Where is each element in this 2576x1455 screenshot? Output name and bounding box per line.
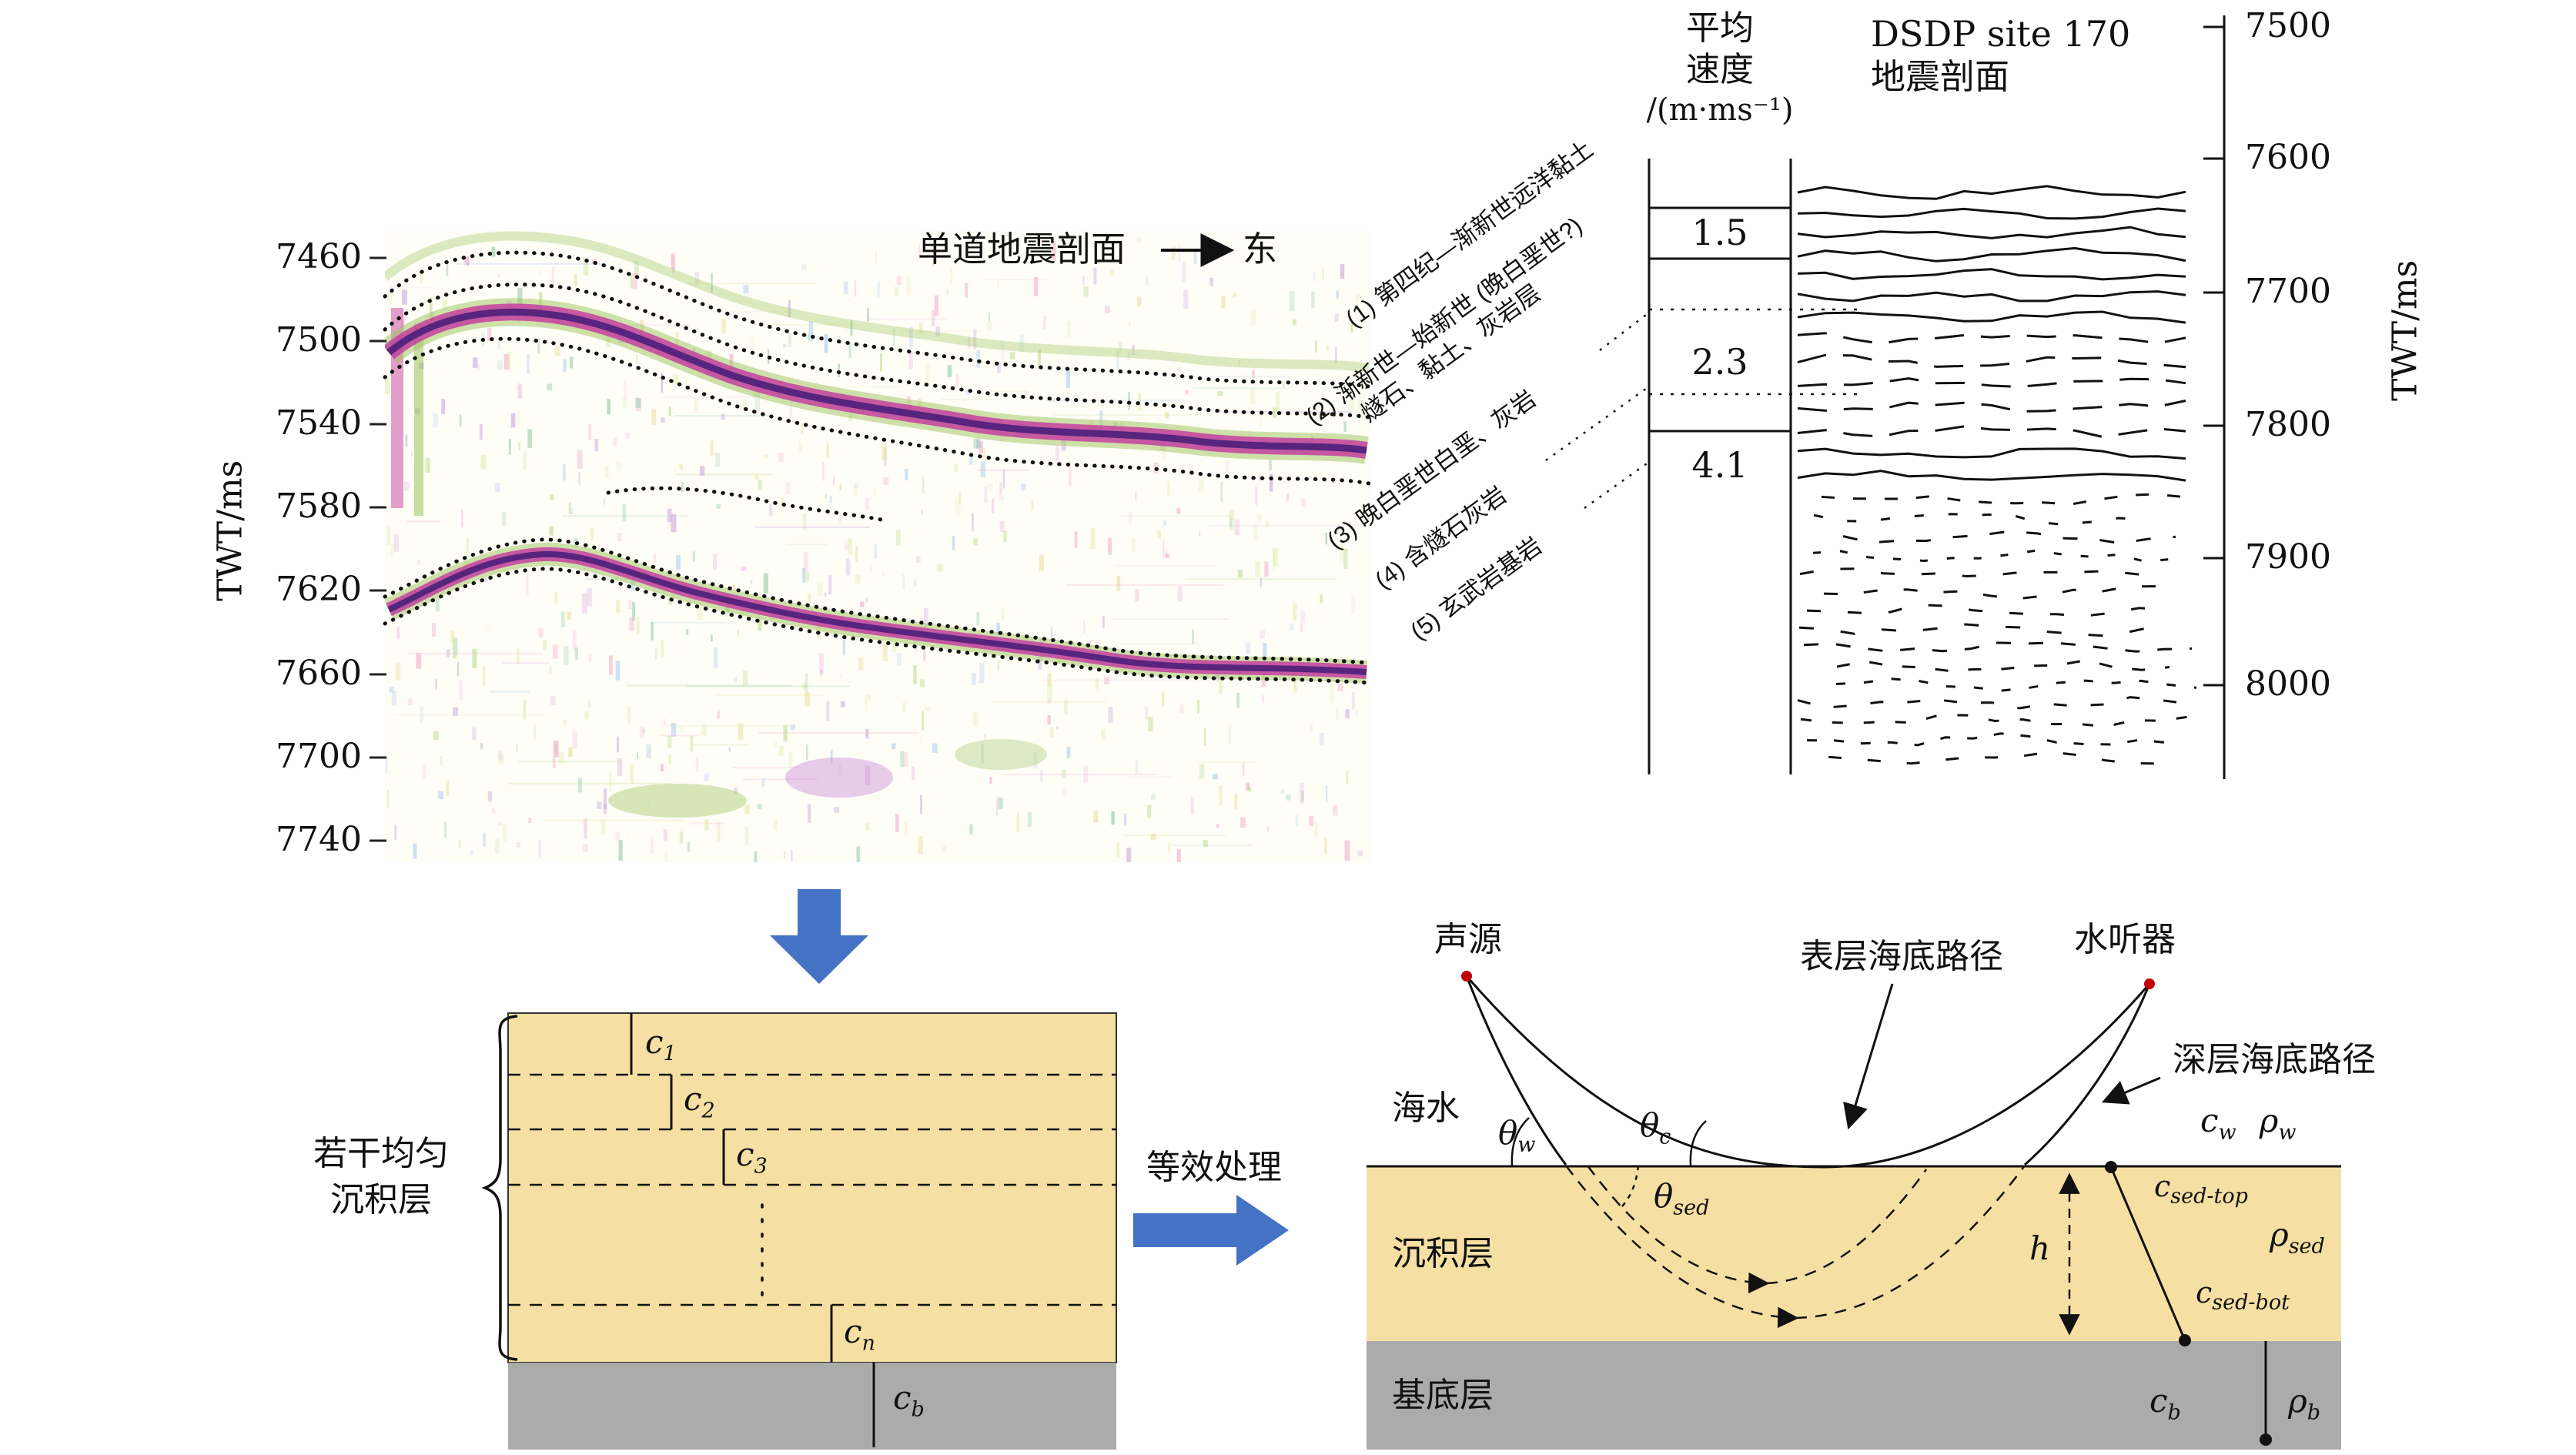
brace-label-line2: 沉积层 (330, 1181, 432, 1219)
sediment-label: 沉积层 (1392, 1235, 1494, 1273)
rho-b-label: ρb (2288, 1382, 2320, 1425)
surface-path-label-arrow (1843, 983, 1894, 1130)
axis-tick-label: 7580 (276, 487, 362, 526)
velocity-header-units: /(m·ms⁻¹) (1646, 92, 1794, 128)
left-axis-tick-marks (370, 256, 386, 842)
hydrophone-dot (2144, 978, 2155, 989)
theta-c-label: θc (1640, 1106, 1671, 1149)
model-sediment-box (507, 1012, 1117, 1363)
c1-label: c1 (645, 1023, 677, 1066)
axis-tick-label: 8000 (2245, 664, 2331, 704)
c2-label: c2 (684, 1080, 715, 1123)
basement-label: 基底层 (1392, 1376, 1494, 1414)
axis-tick-label: 7620 (276, 570, 362, 609)
right-axis-label: TWT/ms (2385, 259, 2425, 401)
scene-basement-box (1367, 1341, 2341, 1450)
refracted-dashed-rays (1565, 1165, 2026, 1329)
seismic-reflector-bands (385, 231, 1370, 818)
deep-path-up-ray (2023, 983, 2151, 1166)
layered-model-diagram (481, 889, 1289, 1450)
dsdp-panel (1797, 15, 2226, 779)
water-label: 海水 (1392, 1089, 1460, 1127)
cb-label: cb (893, 1379, 925, 1422)
model-basement-box (508, 1363, 1116, 1450)
theta-sed-label: θsed (1654, 1177, 1710, 1220)
deep-path-down-ray (1465, 975, 1567, 1166)
velocity-value-3: 4.1 (1691, 444, 1748, 486)
deep-path-label-arrow (2101, 1076, 2161, 1105)
right-arrow (1133, 1195, 1289, 1266)
cn-label: cn (844, 1313, 875, 1356)
c-sed-bot-label: csed-bot (2196, 1276, 2290, 1315)
axis-tick-label: 7500 (276, 320, 362, 360)
down-arrow (770, 889, 868, 984)
velocity-header-line2: 速度 (1686, 51, 1754, 89)
c-sed-top-label: csed-top (2154, 1169, 2248, 1209)
velocity-column (1545, 159, 1863, 774)
axis-tick-label: 7900 (2245, 537, 2331, 577)
c3-label: c3 (736, 1136, 768, 1179)
dsdp-subtitle: 地震剖面 (1871, 57, 2010, 96)
axis-tick-label: 7500 (2245, 6, 2331, 45)
h-label: h (2029, 1229, 2051, 1267)
axis-tick-label: 7700 (276, 737, 362, 776)
source-dot (1461, 971, 1472, 982)
surface-path-right-limb (1824, 983, 2151, 1169)
axis-tick-label: 7800 (2245, 405, 2331, 444)
sediment-speed-profile-line (2109, 1166, 2186, 1341)
seismic-title: 单道地震剖面 (918, 229, 1126, 269)
angle-arcs (1510, 1117, 1707, 1211)
seismic-noise-texture (385, 237, 1370, 862)
theta-c-arc (1689, 1120, 1707, 1166)
axis-tick-label: 7460 (276, 237, 362, 276)
velocity-value-1: 1.5 (1691, 212, 1748, 253)
dsdp-line-drawing (1797, 185, 2197, 765)
brace-label-line1: 若干均匀 (313, 1135, 449, 1172)
surface-path-label: 表层海底路径 (1800, 938, 2003, 975)
hydrophone-label: 水听器 (2074, 921, 2176, 958)
left-axis-label: TWT/ms (210, 460, 250, 601)
theta-w-label: θw (1498, 1114, 1536, 1157)
source-label: 声源 (1434, 921, 1502, 958)
profile-top-dot (2105, 1161, 2117, 1173)
profile-bottom-dot (2179, 1334, 2191, 1346)
layer-speed-tick-lines (630, 1013, 875, 1447)
solid-ray-paths (1465, 975, 2151, 1169)
interpreted-horizon-dotted-lines (383, 250, 1371, 685)
seismic-panel (370, 231, 1371, 862)
scene-sediment-box (1367, 1166, 2341, 1341)
deep-path-label: 深层海底路径 (2173, 1041, 2376, 1079)
axis-tick-label: 7740 (276, 820, 362, 859)
dsdp-title: DSDP site 170 (1871, 13, 2131, 55)
model-layer-dashed-lines (508, 1073, 1116, 1306)
axis-tick-label: 7700 (2245, 272, 2331, 311)
axis-tick-label: 7600 (2245, 138, 2331, 177)
axis-tick-label: 7540 (276, 403, 362, 443)
velocity-header-line1: 平均 (1686, 9, 1754, 47)
strata-leader-lines (1545, 312, 1650, 510)
velocity-value-2: 2.3 (1691, 341, 1748, 383)
cb-scene-label: cb (2149, 1382, 2181, 1425)
surface-path-left-limb (1465, 975, 1825, 1169)
basement-line-dot (2260, 1433, 2272, 1446)
east-label: 东 (1243, 229, 1278, 269)
axis-tick-label: 7660 (276, 654, 362, 693)
propagation-scene (1367, 971, 2341, 1450)
rho-sed-label: ρsed (2270, 1216, 2325, 1259)
brace (481, 1015, 518, 1361)
theta-w-arc (1510, 1117, 1530, 1166)
right-axis-tick-marks (2203, 25, 2224, 687)
process-label: 等效处理 (1146, 1149, 1282, 1186)
